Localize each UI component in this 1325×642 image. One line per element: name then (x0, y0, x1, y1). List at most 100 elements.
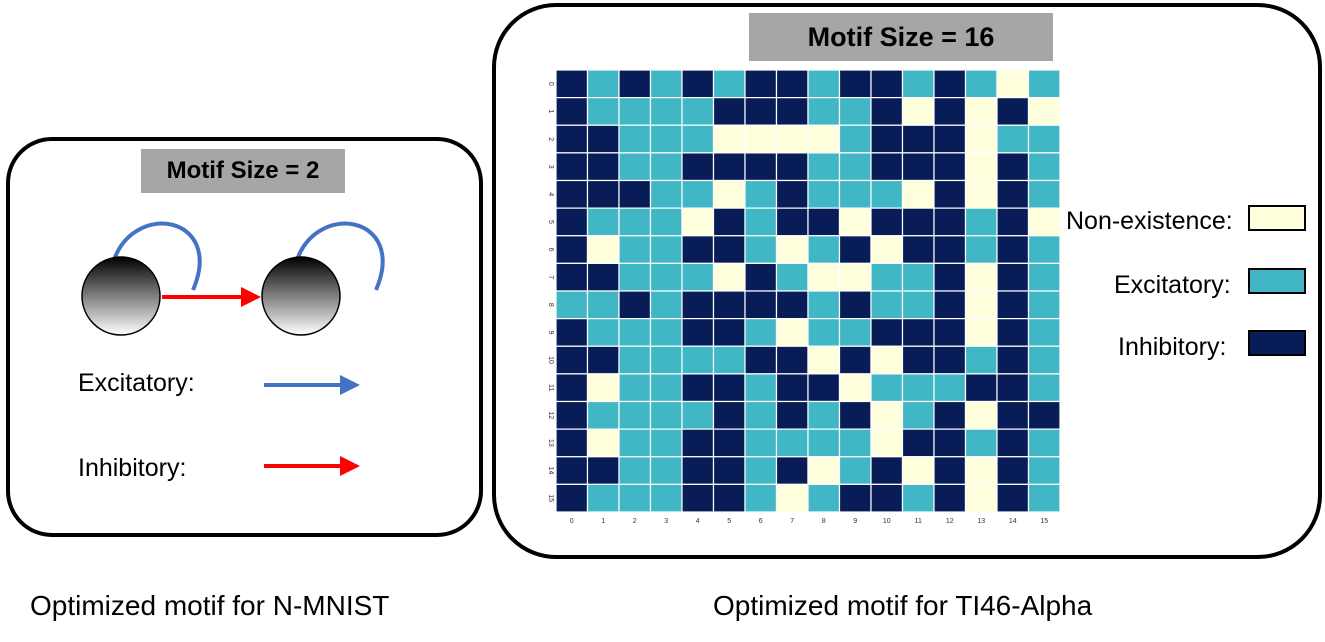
matrix-cell-10-8 (807, 345, 841, 375)
matrix-cell-12-1 (586, 400, 620, 430)
matrix-cell-2-5 (712, 124, 746, 154)
matrix-cell-14-1 (586, 456, 620, 485)
matrix-cell-8-7 (775, 290, 809, 320)
matrix-cell-10-3 (649, 345, 683, 375)
matrix-cell-5-7 (775, 207, 809, 237)
matrix-cell-14-14 (996, 456, 1030, 485)
matrix-cell-1-12 (933, 97, 967, 126)
x-tick-label: 13 (977, 518, 985, 525)
motif-size-16-tag: Motif Size = 16 (749, 13, 1053, 61)
matrix-cell-15-13 (964, 483, 998, 513)
inhibitory-legend-label: Inhibitory: (78, 454, 187, 482)
matrix-cell-3-14 (996, 152, 1030, 182)
matrix-cell-1-6 (744, 97, 778, 126)
matrix-cell-14-11 (901, 456, 935, 485)
matrix-cell-14-4 (681, 456, 715, 485)
matrix-cell-8-15 (1027, 290, 1061, 320)
matrix-cell-9-12 (933, 318, 967, 347)
matrix-cell-10-10 (870, 345, 904, 375)
matrix-cell-1-8 (807, 97, 841, 126)
matrix-cell-9-9 (838, 318, 872, 347)
y-tick-label: 7 (547, 275, 554, 279)
matrix-cell-12-0 (555, 400, 589, 430)
non-existence-swatch (1248, 205, 1306, 231)
matrix-cell-0-3 (649, 69, 683, 99)
matrix-cell-6-6 (744, 235, 778, 264)
matrix-cell-14-6 (744, 456, 778, 485)
y-tick-label: 8 (547, 303, 554, 307)
matrix-cell-2-8 (807, 124, 841, 154)
y-tick-label: 6 (547, 248, 554, 252)
matrix-cell-3-15 (1027, 152, 1061, 182)
matrix-cell-7-8 (807, 262, 841, 292)
matrix-cell-11-12 (933, 373, 967, 403)
matrix-cell-6-10 (870, 235, 904, 264)
matrix-cell-4-7 (775, 179, 809, 209)
matrix-cell-7-9 (838, 262, 872, 292)
matrix-cell-4-14 (996, 179, 1030, 209)
y-tick-label: 15 (547, 494, 554, 502)
matrix-cell-4-10 (870, 179, 904, 209)
matrix-cell-5-11 (901, 207, 935, 237)
matrix-cell-4-9 (838, 179, 872, 209)
matrix-cell-8-11 (901, 290, 935, 320)
y-tick-label: 12 (547, 411, 554, 419)
matrix-cell-13-11 (901, 428, 935, 458)
matrix-cell-15-10 (870, 483, 904, 513)
matrix-cell-12-11 (901, 400, 935, 430)
y-tick-label: 4 (547, 192, 554, 196)
matrix-cell-4-1 (586, 179, 620, 209)
matrix-cell-3-7 (775, 152, 809, 182)
matrix-cell-5-3 (649, 207, 683, 237)
matrix-cell-6-11 (901, 235, 935, 264)
matrix-cell-2-7 (775, 124, 809, 154)
matrix-cell-9-3 (649, 318, 683, 347)
matrix-cell-4-15 (1027, 179, 1061, 209)
matrix-cell-9-10 (870, 318, 904, 347)
matrix-cell-12-4 (681, 400, 715, 430)
matrix-cell-4-8 (807, 179, 841, 209)
matrix-cell-6-0 (555, 235, 589, 264)
matrix-cell-13-7 (775, 428, 809, 458)
matrix-cell-13-1 (586, 428, 620, 458)
matrix-cell-0-0 (555, 69, 589, 99)
matrix-cell-6-8 (807, 235, 841, 264)
matrix-cell-15-11 (901, 483, 935, 513)
x-tick-label: 9 (853, 518, 857, 525)
motif-size-2-tag: Motif Size = 2 (141, 149, 345, 193)
matrix-cell-15-0 (555, 483, 589, 513)
matrix-cell-10-4 (681, 345, 715, 375)
matrix-cell-10-7 (775, 345, 809, 375)
matrix-cell-0-4 (681, 69, 715, 99)
matrix-cell-2-12 (933, 124, 967, 154)
matrix-cell-11-10 (870, 373, 904, 403)
matrix-cell-13-5 (712, 428, 746, 458)
matrix-cell-11-0 (555, 373, 589, 403)
matrix-cell-12-14 (996, 400, 1030, 430)
matrix-cell-10-14 (996, 345, 1030, 375)
matrix-cell-6-5 (712, 235, 746, 264)
matrix-cell-2-13 (964, 124, 998, 154)
matrix-cell-9-11 (901, 318, 935, 347)
self-loop-neuron-2 (281, 221, 385, 291)
matrix-cell-0-10 (870, 69, 904, 99)
x-tick-label: 6 (759, 518, 763, 525)
matrix-cell-0-12 (933, 69, 967, 99)
matrix-cell-14-9 (838, 456, 872, 485)
matrix-cell-6-2 (618, 235, 652, 264)
matrix-cell-2-9 (838, 124, 872, 154)
matrix-cell-2-10 (870, 124, 904, 154)
matrix-cell-14-13 (964, 456, 998, 485)
y-tick-label: 3 (547, 165, 554, 169)
x-tick-label: 14 (1009, 518, 1017, 525)
matrix-cells (555, 69, 1061, 513)
matrix-cell-3-12 (933, 152, 967, 182)
matrix-cell-15-5 (712, 483, 746, 513)
matrix-cell-10-15 (1027, 345, 1061, 375)
x-tick-label: 11 (915, 518, 922, 525)
matrix-cell-1-14 (996, 97, 1030, 126)
matrix-cell-9-2 (618, 318, 652, 347)
matrix-cell-3-11 (901, 152, 935, 182)
matrix-cell-8-10 (870, 290, 904, 320)
matrix-cell-4-6 (744, 179, 778, 209)
